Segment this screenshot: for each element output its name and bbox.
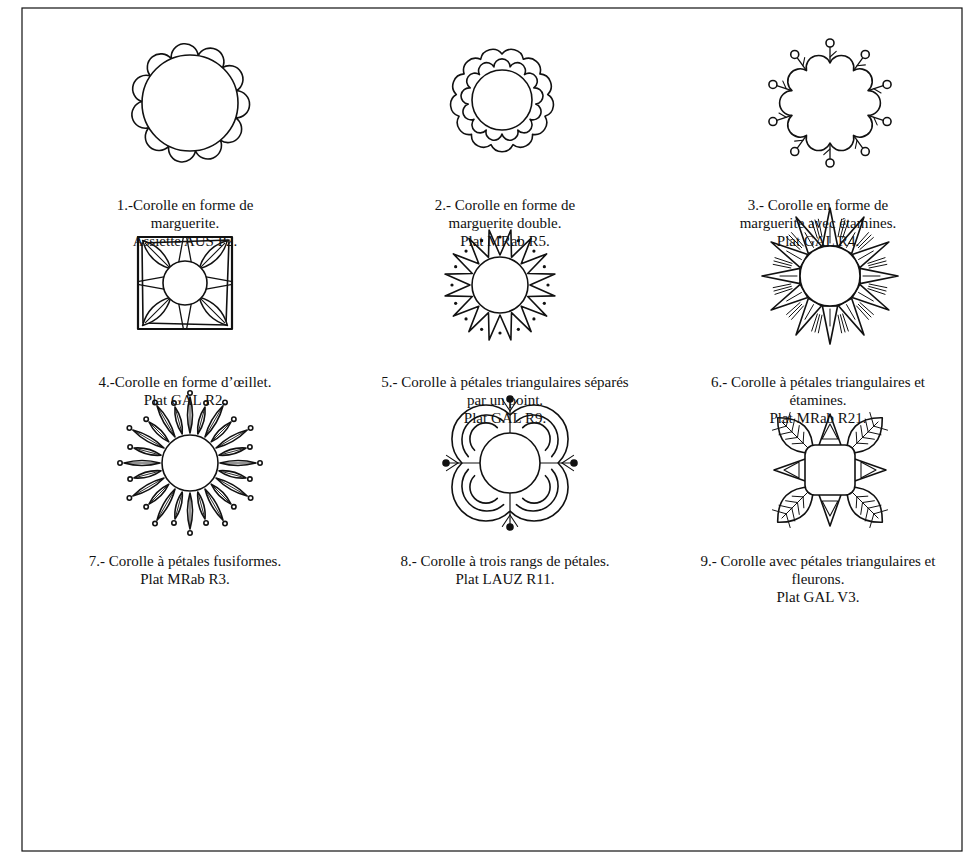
caption-text: 6.- Corolle à pétales triangulaires et é… [694, 373, 942, 409]
caption-reference: Plat GAL R2. [55, 391, 315, 409]
caption-text: 4.-Corolle en forme d’œillet. [55, 373, 315, 391]
caption-reference: Assiette AUS P2. [90, 232, 280, 250]
fleuron-corolla [772, 412, 887, 527]
spindle-petal-corolla [118, 391, 262, 535]
caption-reference: Plat GAL R4. [723, 232, 913, 250]
caption-text: 1.-Corolle en forme de marguerite. [90, 196, 280, 232]
caption-reference: Plat GAL V3. [686, 588, 950, 606]
stamen-marguerite-corolla [769, 39, 891, 167]
figure-caption: 3.- Corolle en forme de marguerite avec … [723, 196, 913, 250]
caption-text: 8.- Corolle à trois rangs de pétales. [360, 552, 650, 570]
caption-text: 5.- Corolle à pétales triangulaires sépa… [380, 373, 630, 409]
caption-text: 7.- Corolle à pétales fusiformes. [45, 552, 325, 570]
caption-text: 9.- Corolle avec pétales triangulaires e… [686, 552, 950, 588]
frame-border [22, 8, 962, 851]
marguerite-corolla [132, 44, 250, 162]
figure-caption: 6.- Corolle à pétales triangulaires et é… [694, 373, 942, 427]
caption-reference: Plat LAUZ R11. [360, 570, 650, 588]
caption-text: 3.- Corolle en forme de marguerite avec … [723, 196, 913, 232]
figure-caption: 8.- Corolle à trois rangs de pétales.Pla… [360, 552, 650, 588]
caption-reference: Plat MRab R5. [410, 232, 600, 250]
figure-caption: 5.- Corolle à pétales triangulaires sépa… [380, 373, 630, 427]
caption-reference: Plat GAL R9. [380, 409, 630, 427]
caption-text: 2.- Corolle en forme de marguerite doubl… [410, 196, 600, 232]
double-marguerite-corolla [451, 49, 554, 151]
figure-caption: 1.-Corolle en forme de marguerite.Assiet… [90, 196, 280, 250]
figure-caption: 2.- Corolle en forme de marguerite doubl… [410, 196, 600, 250]
carnation-corolla [138, 237, 232, 329]
caption-reference: Plat MRab R21. [694, 409, 942, 427]
figure-caption: 4.-Corolle en forme d’œillet.Plat GAL R2… [55, 373, 315, 409]
figure-caption: 7.- Corolle à pétales fusiformes.Plat MR… [45, 552, 325, 588]
figure-caption: 9.- Corolle avec pétales triangulaires e… [686, 552, 950, 606]
caption-reference: Plat MRab R3. [45, 570, 325, 588]
